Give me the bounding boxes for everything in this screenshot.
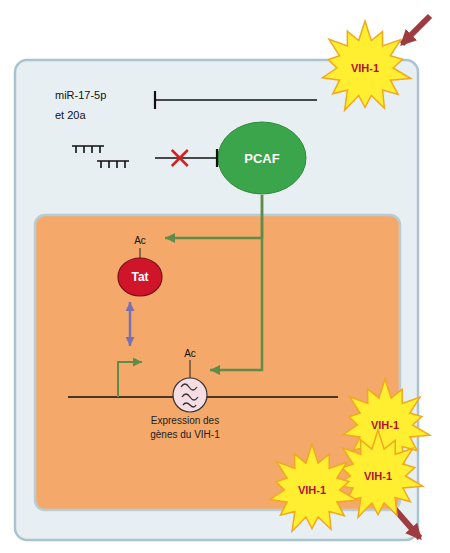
virus-entry-arrow (402, 16, 430, 44)
promoter-arrow (118, 362, 142, 397)
tat-protein: AcTat (115, 232, 165, 298)
virus-label: VIH-1 (331, 429, 425, 523)
inhibition-line (155, 99, 317, 101)
protein-ellipse: PCAF (217, 121, 307, 195)
protein-label: PCAF (217, 121, 307, 195)
acetyl-label: Ac (170, 348, 210, 359)
ellipse-shape (218, 122, 306, 194)
mirna-label: miR-17-5p et 20a (55, 85, 115, 125)
acetyl-stem (190, 360, 191, 378)
virus-label: VIH-1 (265, 443, 359, 537)
mirna-group: miR-17-5p et 20a (55, 85, 155, 177)
acetyl-label: Ac (115, 235, 165, 246)
virus-burst: VIH-1 (331, 429, 425, 523)
interaction-arrow (129, 302, 132, 346)
activation-arrow (210, 195, 262, 370)
circle-shape (173, 378, 207, 412)
virus-burst: VIH-1 (265, 443, 359, 537)
inhibition-line (155, 157, 217, 159)
virus-label: VIH-1 (317, 20, 413, 116)
acetyl-stem (140, 248, 141, 258)
nucleosome: Ac (170, 345, 210, 413)
protein-label: Tat (115, 258, 165, 296)
mirna-glyph (72, 146, 129, 168)
dna-wrap (181, 384, 198, 407)
mirna-strand (97, 161, 129, 168)
activation-arrow (165, 195, 262, 238)
gene-expression-label: Expression des gènes du VIH-1 (140, 414, 230, 442)
virus-burst: VIH-1 (317, 20, 413, 116)
blocked-cross (172, 150, 188, 166)
mirna-strand (72, 146, 104, 153)
